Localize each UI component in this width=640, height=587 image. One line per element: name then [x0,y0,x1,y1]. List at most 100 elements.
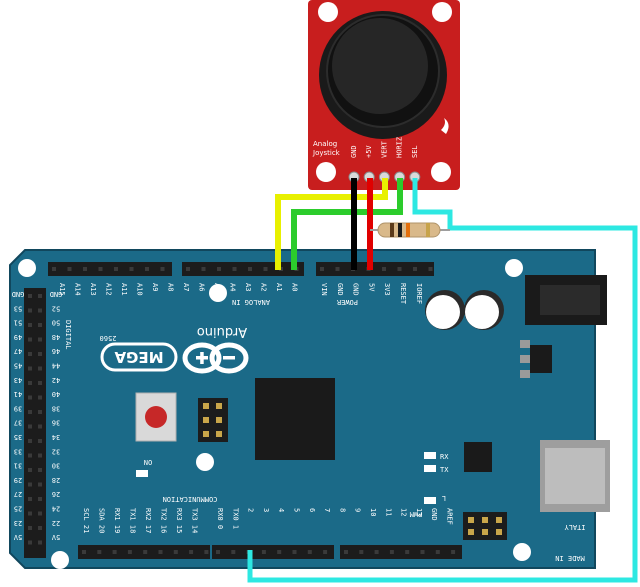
digital-pin-label: 30 [52,462,60,470]
power-pin-label: RESET [399,283,407,305]
digital-pin-label: 50 [52,319,60,327]
pin-socket [28,497,32,501]
analog-pin-label: A14 [74,283,82,296]
digital-pin-label: 27 [14,490,22,498]
pin-socket [173,550,178,554]
pwm-pin-label: 11 [384,508,392,516]
comm-pin-label: RX1 19 [113,508,121,533]
pin-socket [52,267,56,271]
pin-socket [38,526,42,530]
mega-text: MEGA [114,348,163,366]
header-analog-high [48,262,172,276]
pin-socket [28,439,32,443]
joystick-knob[interactable] [319,11,447,139]
digital-pin-label: 34 [52,433,60,441]
pin-socket [435,550,440,554]
mounting-hole [318,2,338,22]
pwm-pin-label: 9 [354,508,362,512]
pin-socket [382,267,386,271]
l-led [424,497,436,504]
mounting-hole [51,551,69,569]
digital-pin-label: 28 [52,476,60,484]
pin-socket [28,526,32,530]
header-power [316,262,434,276]
pwm-pin-label: 10 [369,508,377,516]
comm-pin-label: TX1 18 [129,508,137,533]
pwm-pin-label: 12 [400,508,408,516]
atmega2560-chip [255,378,335,460]
voltage-regulator [530,345,552,373]
pin-socket [98,267,103,271]
regulator-lead [520,340,530,348]
reset-button[interactable] [135,392,177,442]
tx-label: TX [440,466,449,474]
usb-chip [464,442,492,472]
pin-socket [216,550,220,554]
pin-socket [28,352,32,356]
pwm-pin-label: 3 [262,508,270,512]
rx-led [424,452,436,459]
mounting-hole [209,284,227,302]
pin-socket [397,267,402,271]
header-pwm [212,545,334,559]
digital-pin-label: 5V [13,533,22,541]
pin-socket [320,267,324,271]
mounting-hole [505,259,523,277]
analog-pin-label: A13 [89,283,97,296]
analog-pin-label: A7 [182,283,190,291]
pin-socket [323,550,328,554]
tx-led [424,465,436,472]
pin-socket [28,308,32,313]
pwm-pin-label: AREF [446,508,454,525]
digital-pin-label: 48 [52,333,60,341]
pin-socket [82,550,86,554]
on-led [136,470,148,477]
pin-socket [28,540,32,545]
l-label: L [442,494,446,502]
pin-socket [67,267,72,271]
power-pin-label: GND [336,283,344,296]
analog-pin-label: A11 [120,283,128,296]
italy-label: ITALY [564,523,586,531]
digital-pin-label: 26 [52,490,60,498]
pullup-resistor [377,222,441,238]
digital-pin-label: 32 [52,447,60,455]
pin-socket [405,550,410,554]
pin-socket [83,267,87,271]
pin-socket [335,267,340,271]
comm-pin-label: RX2 17 [144,508,152,533]
analog-pin-label: A5 [213,283,221,291]
capacitor [464,290,504,330]
digital-pin-label: 33 [14,447,22,455]
pin-socket [28,381,32,385]
power-jack-inner [540,285,600,315]
pin-socket [38,482,42,487]
mounting-hole [316,162,336,182]
on-label: ON [144,458,152,466]
pin-socket [38,511,42,516]
pin-socket [38,352,42,356]
mounting-hole [196,453,214,471]
pin-socket [344,550,348,554]
power-label: POWER [336,298,358,306]
analog-pin-label: A2 [260,283,268,291]
joystick-title-line1: Analog [313,140,337,148]
pin-socket [158,550,163,554]
wire-green [291,178,403,270]
pin-socket [217,267,221,271]
power-pin-label: 5V [367,283,375,292]
pwm-pin-label: 8 [338,508,346,512]
communication-label: COMMUNICATION [163,495,218,503]
analog-pin-label: A6 [198,283,206,291]
pin-socket [261,550,266,554]
analog-pin-label: A0 [291,283,299,291]
comm-pin-label: RX3 15 [175,508,183,533]
joystick-pin-label: VERT [380,140,388,158]
digital-pin-label: 38 [52,404,60,412]
wire-yellow [275,178,388,270]
wires [247,178,638,583]
pin-socket [28,395,32,400]
digital-pin-label: 5V [51,533,60,541]
pin-socket [186,267,190,271]
